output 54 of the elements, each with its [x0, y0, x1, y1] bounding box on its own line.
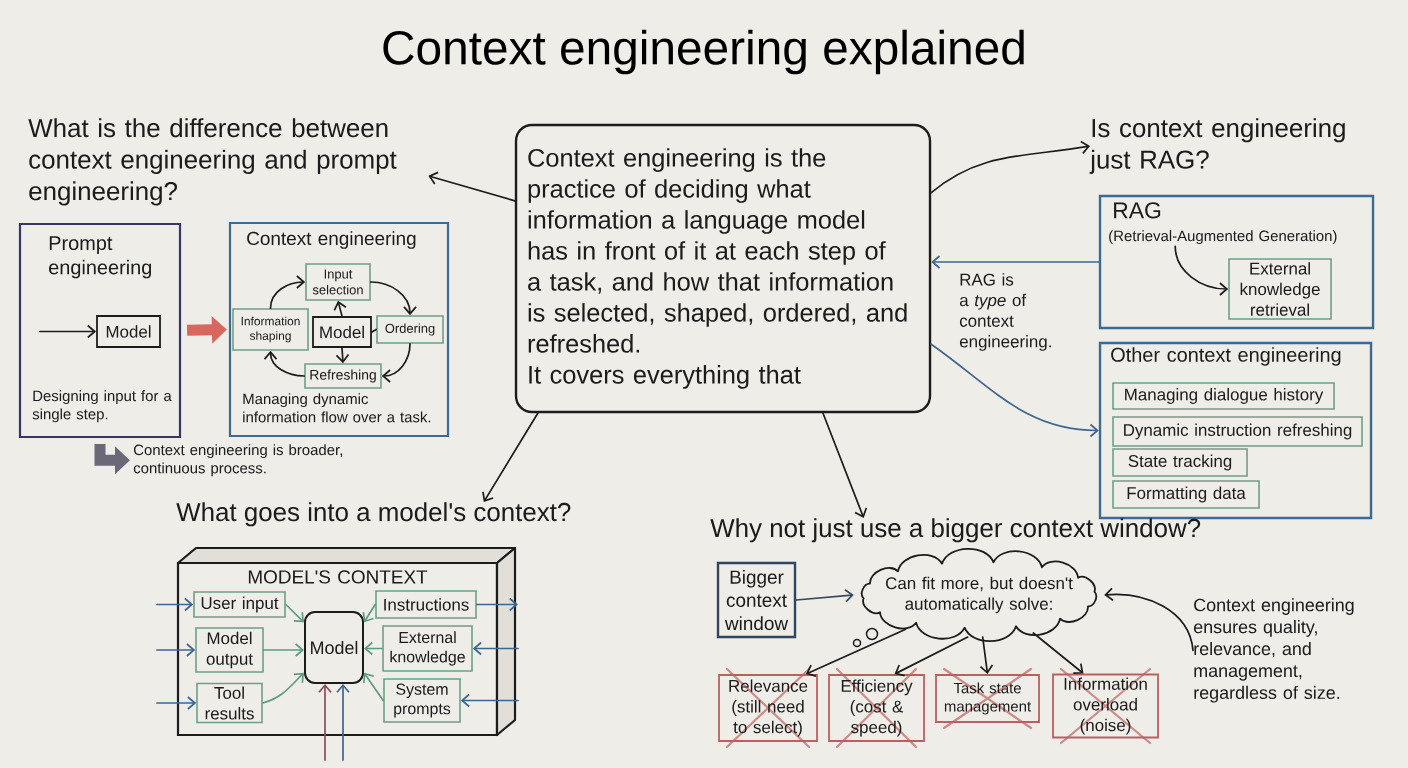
step-box: Information shaping — [232, 308, 309, 351]
source-box: Bigger context window — [716, 561, 797, 639]
arrow — [1174, 245, 1229, 296]
connector-line — [371, 328, 378, 333]
note-text: Context engineering is broader, continuous process. — [133, 444, 342, 477]
arrow — [1032, 632, 1084, 674]
arrow — [428, 171, 516, 202]
panel-title: RAG — [1114, 202, 1161, 219]
arrow — [381, 342, 411, 383]
question-heading: Is context engineering just RAG? — [1089, 118, 1345, 174]
arrow — [930, 343, 1099, 438]
step-box: Ordering — [376, 315, 444, 344]
arrow — [931, 255, 1100, 269]
item-box: Formatting data — [1112, 480, 1260, 509]
crossed-out-box: Task state management — [935, 667, 1040, 730]
crossed-out-box: Relevance (still need to select) — [718, 667, 818, 749]
arrow — [482, 412, 539, 502]
item-box: Dynamic instruction refreshing — [1112, 416, 1363, 447]
definition-box: Context engineering is the practice of deciding what information a language model has in front of it at each step of a task, and how that information is selected, shaped, ordered, and refreshed. It covers everything that — [514, 123, 932, 414]
arrow — [979, 636, 994, 675]
panel-title: Prompt engineering — [49, 236, 152, 279]
item-box: Managing dialogue history — [1112, 382, 1335, 410]
edge-label: RAG is a type of context engineering. — [958, 272, 1061, 352]
arrow — [369, 281, 417, 316]
question-heading: What is the difference between context engineering and prompt engineering? — [28, 118, 397, 206]
model-box: Model — [96, 315, 161, 348]
arrow — [894, 636, 969, 677]
model-box: Model — [312, 316, 372, 348]
step-box: Refreshing — [304, 363, 382, 389]
item-box: State tracking — [1112, 448, 1248, 477]
thought-cloud: Can fit more, but doesn't automatically solve: — [860, 547, 1098, 643]
arrow — [805, 628, 907, 677]
panel-caption: Managing dynamic information flow over a task. — [243, 393, 431, 423]
arrow — [930, 140, 1090, 194]
panel-caption: Designing input for a single step. — [32, 390, 172, 423]
question-heading: Why not just use a bigger context window? — [710, 518, 1201, 543]
arrow — [263, 350, 306, 377]
question-heading: What goes into a model's context? — [176, 502, 571, 527]
crossed-out-box: Information overload (noise) — [1052, 667, 1159, 745]
step-box: Input selection — [305, 263, 371, 301]
arrow — [269, 275, 306, 310]
arrow — [822, 412, 868, 518]
note-text: Context engineering ensures quality, relevance, and management, regardless of size. — [1194, 598, 1354, 703]
arrow — [39, 324, 97, 339]
crossed-out-box: Efficiency (cost & speed) — [828, 667, 925, 749]
title: Context engineering explained — [383, 29, 1024, 75]
arrow — [795, 588, 854, 603]
panel-title: Other context engineering — [1111, 347, 1341, 366]
arrow — [333, 300, 347, 317]
subtitle-text: (Retrieval-Augmented Generation) — [1109, 230, 1337, 245]
item-box: External knowledge retrieval — [1228, 258, 1332, 320]
arrow — [1104, 587, 1194, 652]
panel-title: Context engineering — [247, 231, 416, 249]
arrow — [335, 347, 350, 364]
